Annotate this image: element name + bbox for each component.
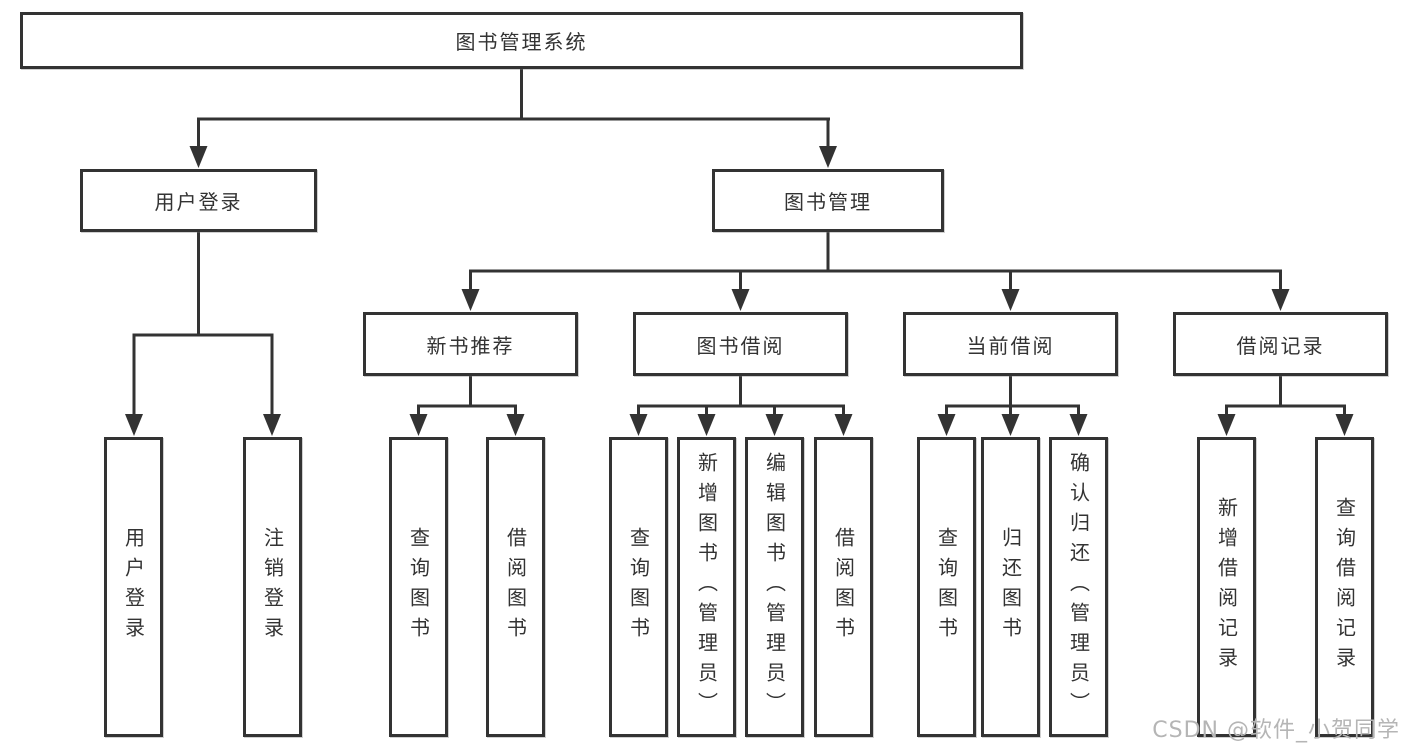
arrow-down-icon bbox=[1335, 414, 1354, 436]
node-user-login-branch-label: 用户登录 bbox=[154, 190, 243, 214]
node-user-login-branch: 用户登录 bbox=[80, 169, 317, 232]
node-book-borrowing-label: 图书借阅 bbox=[696, 333, 785, 358]
arrow-down-icon bbox=[1069, 414, 1088, 436]
arrow-down-icon bbox=[1217, 414, 1236, 436]
arrow-down-icon bbox=[937, 414, 956, 436]
arrow-down-icon bbox=[506, 414, 525, 436]
leaf-query-books-borrowing-label: 查询图书 bbox=[626, 527, 651, 647]
leaf-query-books-recommend: 查询图书 bbox=[389, 437, 448, 737]
leaf-query-books-borrowing: 查询图书 bbox=[609, 437, 668, 737]
leaf-borrow-books-recommend-label: 借阅图书 bbox=[503, 527, 528, 647]
node-library-management-system-label: 图书管理系统 bbox=[455, 30, 588, 54]
leaf-query-borrow-record-label: 查询借阅记录 bbox=[1332, 497, 1357, 677]
node-new-book-recommendation: 新书推荐 bbox=[363, 312, 578, 376]
arrow-down-icon bbox=[263, 414, 281, 436]
arrow-down-icon bbox=[765, 414, 784, 436]
arrow-down-icon bbox=[834, 414, 853, 436]
node-library-management-system: 图书管理系统 bbox=[20, 12, 1023, 69]
arrow-down-icon bbox=[409, 414, 428, 436]
leaf-logout-label: 注销登录 bbox=[260, 527, 285, 647]
arrow-down-icon bbox=[189, 146, 208, 168]
arrow-down-icon bbox=[819, 146, 837, 168]
node-book-management-branch-label: 图书管理 bbox=[784, 190, 872, 214]
arrow-down-icon bbox=[1001, 414, 1020, 436]
leaf-add-books-admin-label: 新增图书（管理员） bbox=[694, 452, 719, 722]
leaf-edit-books-admin: 编辑图书（管理员） bbox=[745, 437, 804, 737]
leaf-query-borrow-record: 查询借阅记录 bbox=[1315, 437, 1374, 737]
arrow-down-icon bbox=[629, 414, 648, 436]
leaf-confirm-return-admin-label: 确认归还（管理员） bbox=[1066, 452, 1091, 722]
leaf-return-books: 归还图书 bbox=[981, 437, 1040, 737]
leaf-borrow-books-borrowing: 借阅图书 bbox=[814, 437, 873, 737]
leaf-edit-books-admin-label: 编辑图书（管理员） bbox=[762, 452, 787, 722]
arrow-down-icon bbox=[731, 289, 750, 311]
leaf-confirm-return-admin: 确认归还（管理员） bbox=[1049, 437, 1108, 737]
arrow-down-icon bbox=[1001, 289, 1020, 311]
leaf-user-login-label: 用户登录 bbox=[121, 527, 146, 647]
node-borrowing-records-label: 借阅记录 bbox=[1236, 333, 1325, 358]
leaf-query-books-current: 查询图书 bbox=[917, 437, 976, 737]
node-borrowing-records: 借阅记录 bbox=[1173, 312, 1388, 376]
node-new-book-recommendation-label: 新书推荐 bbox=[426, 333, 515, 358]
node-book-management-branch: 图书管理 bbox=[712, 169, 944, 232]
node-current-borrowing: 当前借阅 bbox=[903, 312, 1118, 376]
leaf-add-borrow-record-label: 新增借阅记录 bbox=[1214, 497, 1239, 677]
arrow-down-icon bbox=[125, 414, 143, 436]
leaf-borrow-books-recommend: 借阅图书 bbox=[486, 437, 545, 737]
csdn-watermark: CSDN @软件_小贺同学 bbox=[1152, 718, 1400, 743]
leaf-add-books-admin: 新增图书（管理员） bbox=[677, 437, 736, 737]
leaf-logout: 注销登录 bbox=[243, 437, 302, 737]
node-book-borrowing: 图书借阅 bbox=[633, 312, 848, 376]
arrow-down-icon bbox=[461, 289, 480, 311]
leaf-return-books-label: 归还图书 bbox=[998, 527, 1023, 647]
leaf-query-books-current-label: 查询图书 bbox=[934, 527, 959, 647]
arrow-down-icon bbox=[1271, 289, 1290, 311]
arrow-down-icon bbox=[697, 414, 716, 436]
leaf-borrow-books-borrowing-label: 借阅图书 bbox=[831, 527, 856, 647]
node-current-borrowing-label: 当前借阅 bbox=[966, 333, 1055, 358]
leaf-query-books-recommend-label: 查询图书 bbox=[406, 527, 431, 647]
leaf-add-borrow-record: 新增借阅记录 bbox=[1197, 437, 1256, 737]
leaf-user-login: 用户登录 bbox=[104, 437, 163, 737]
